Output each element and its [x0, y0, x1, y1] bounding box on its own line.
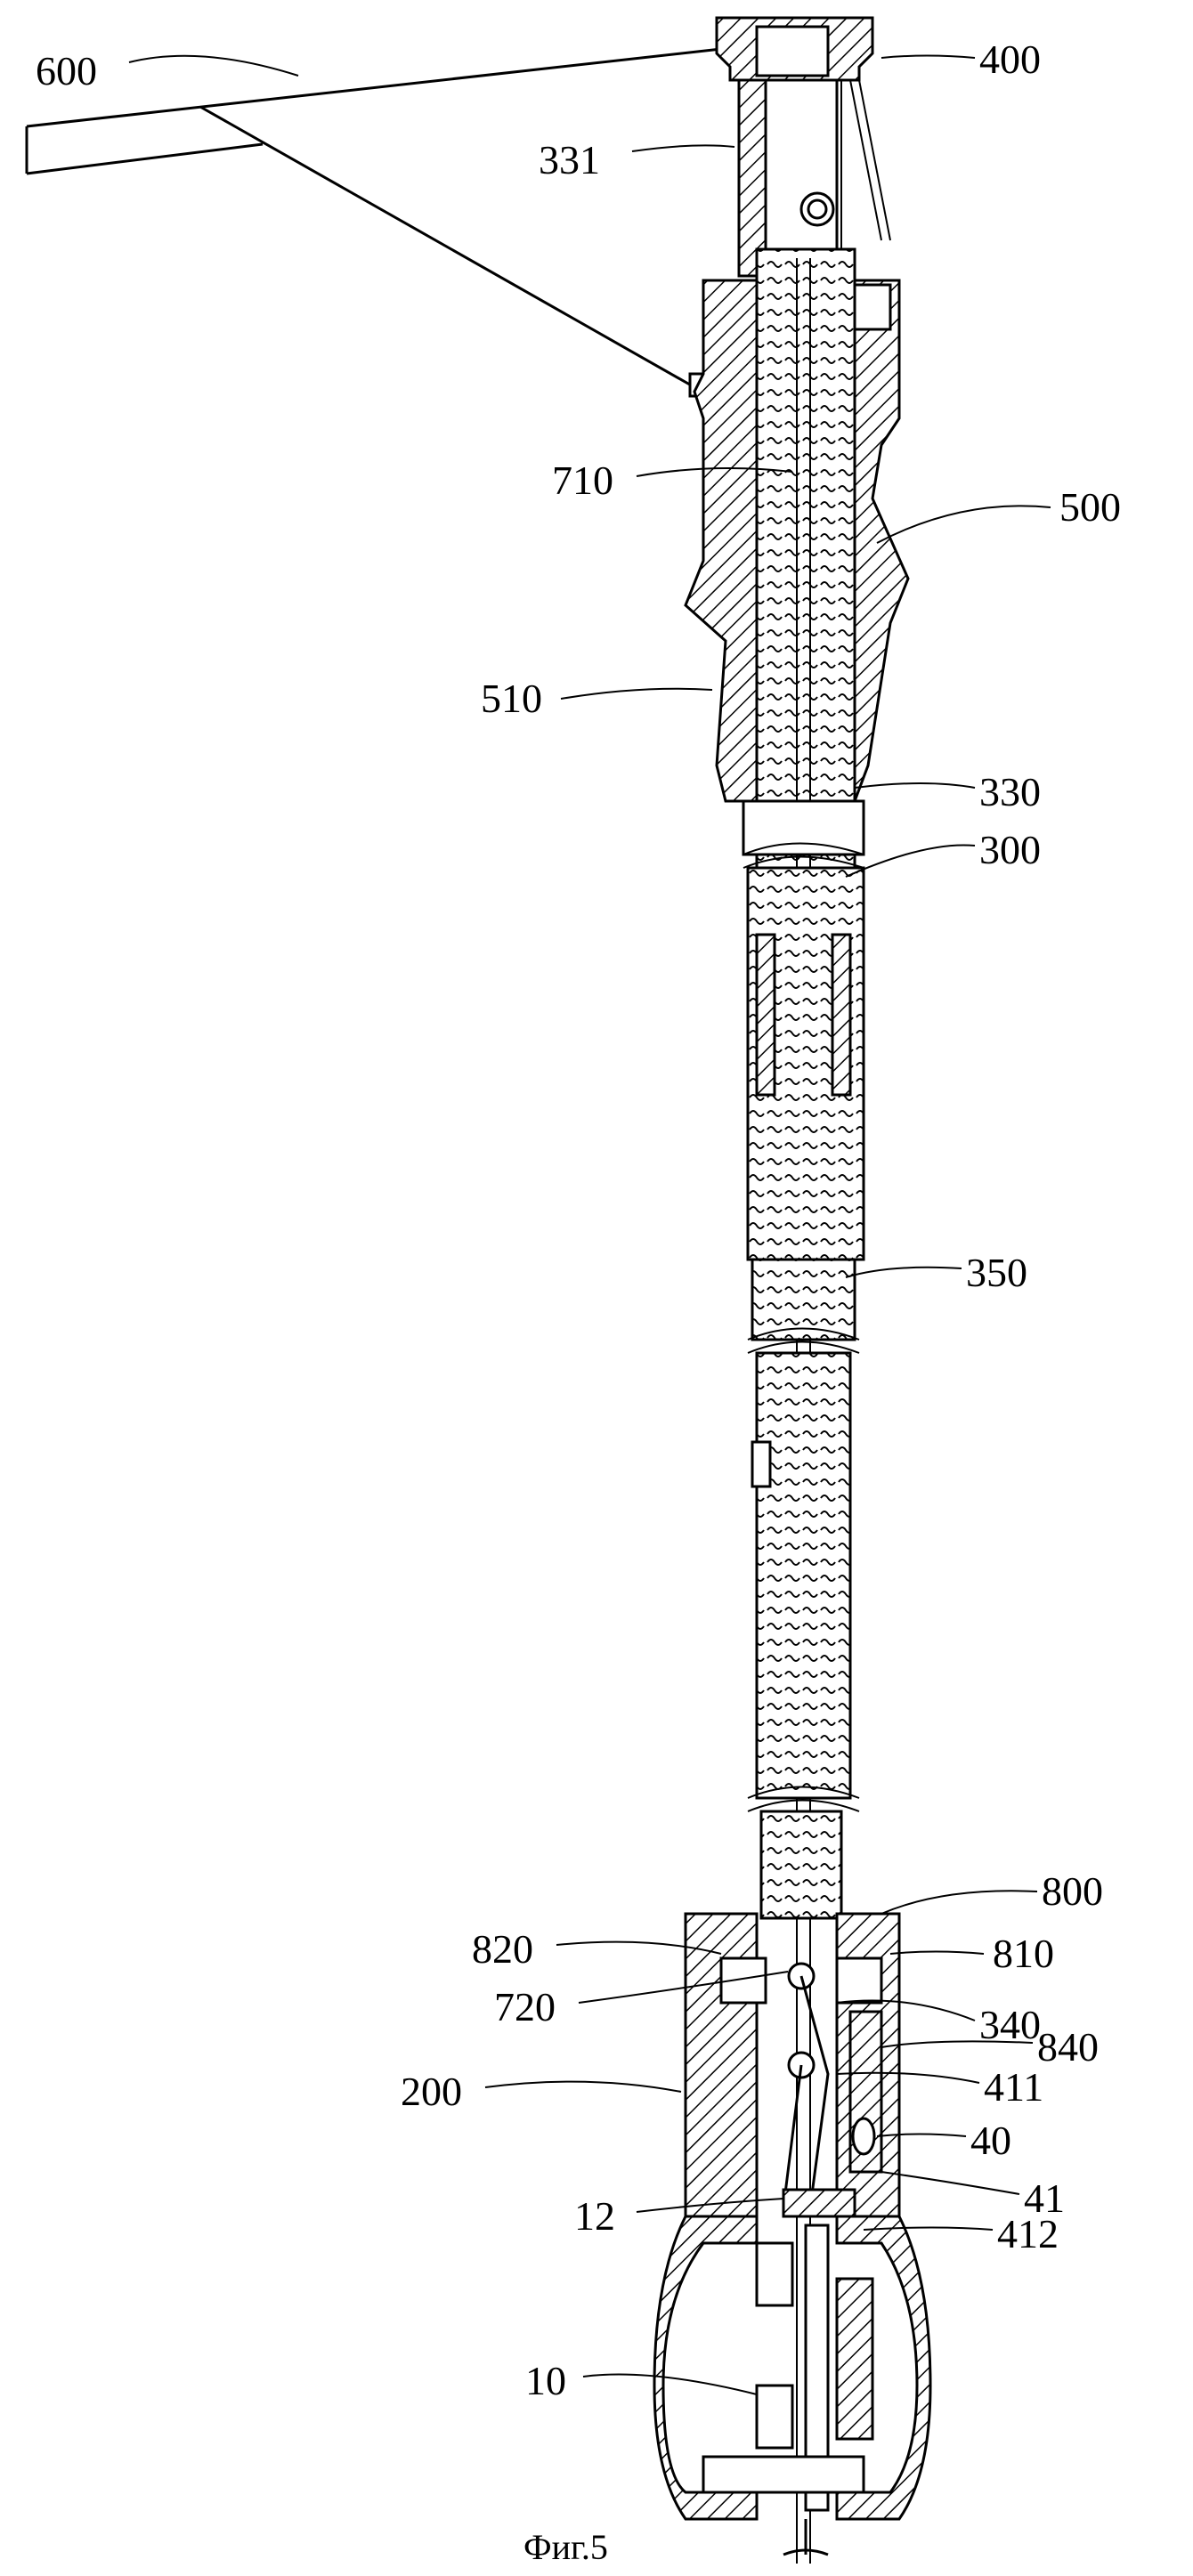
label-300: 300	[979, 827, 1041, 872]
label-330: 330	[979, 769, 1041, 814]
label-510: 510	[481, 676, 542, 721]
tube-330	[742, 799, 865, 1261]
top-cap-400	[715, 16, 874, 82]
label-710: 710	[552, 458, 613, 503]
cable-600	[25, 47, 722, 398]
label-12: 12	[574, 2193, 615, 2239]
label-600: 600	[36, 48, 97, 93]
label-200: 200	[401, 2069, 462, 2114]
label-331: 331	[539, 137, 600, 182]
label-340: 340	[979, 2002, 1041, 2047]
upper-tube-331	[737, 78, 891, 278]
label-500: 500	[1059, 484, 1121, 530]
label-411: 411	[984, 2064, 1043, 2110]
tube-350	[747, 1258, 860, 1920]
label-40: 40	[970, 2118, 1011, 2163]
leader-lines	[128, 54, 1051, 2395]
label-10: 10	[525, 2358, 566, 2403]
label-400: 400	[979, 36, 1041, 82]
figure-caption: Фиг.5	[523, 2527, 608, 2567]
handle-200	[653, 1912, 932, 2556]
reference-labels: 600 400 331 710 500 510 330 300 350 800 …	[36, 36, 1121, 2403]
label-41: 41	[1024, 2175, 1065, 2221]
label-840: 840	[1037, 2024, 1099, 2070]
label-412: 412	[997, 2211, 1059, 2256]
label-820: 820	[472, 1926, 533, 1972]
label-800: 800	[1042, 1868, 1103, 1914]
collar-500	[684, 247, 910, 910]
label-720: 720	[494, 1984, 556, 2029]
label-350: 350	[966, 1250, 1027, 1295]
label-810: 810	[993, 1931, 1054, 1976]
